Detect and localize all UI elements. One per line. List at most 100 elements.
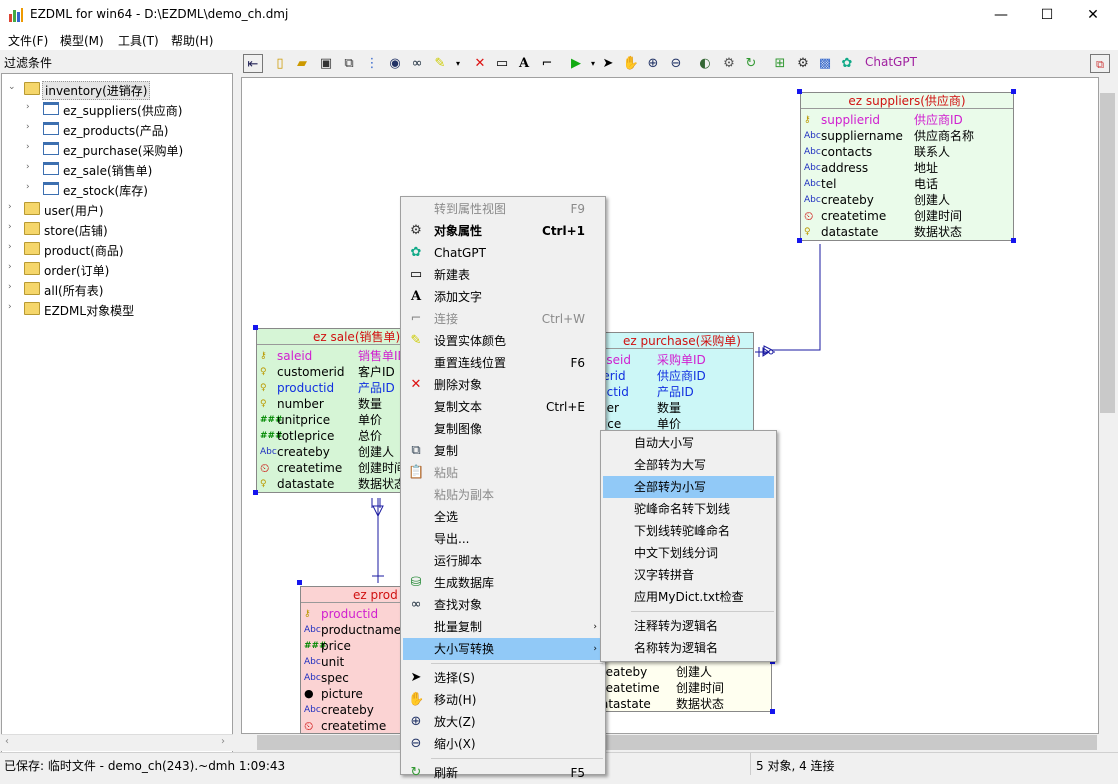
- selection-handle[interactable]: [1011, 238, 1016, 243]
- tree-icon[interactable]: ⊞: [774, 56, 786, 71]
- vertical-scroll-thumb[interactable]: [1100, 93, 1115, 413]
- scroll-right-icon[interactable]: ›: [221, 736, 225, 747]
- tree-item-product[interactable]: › product(商品): [2, 239, 232, 259]
- menu-file[interactable]: 文件(F): [8, 34, 49, 48]
- refresh-icon[interactable]: ↻: [745, 56, 757, 71]
- highlight-icon[interactable]: ✎: [434, 56, 446, 71]
- menu-item-select-all[interactable]: 全选: [434, 510, 459, 524]
- field-row[interactable]: ⏲createtime: [304, 719, 387, 733]
- close-button[interactable]: ✕: [1087, 7, 1099, 23]
- globe-icon[interactable]: ◉: [389, 56, 401, 71]
- field-row[interactable]: ●picture: [304, 687, 363, 701]
- expand-icon[interactable]: ›: [8, 222, 12, 232]
- submenu-item-auto-case[interactable]: 自动大小写: [634, 436, 695, 450]
- menu-item-copy-image[interactable]: 复制图像: [434, 422, 483, 436]
- tree-item-inventory[interactable]: ⌄ inventory(进销存): [2, 79, 232, 100]
- menu-item-batch-copy[interactable]: 批量复制›: [403, 616, 603, 638]
- maximize-button[interactable]: ☐: [1040, 7, 1054, 23]
- menu-item-zoom-in[interactable]: ⊕放大(Z): [403, 711, 603, 733]
- submenu-item-camel-to-underscore[interactable]: 驼峰命名转下划线: [634, 502, 731, 516]
- menu-item-chatgpt[interactable]: ✿ChatGPT: [403, 242, 603, 264]
- submenu-item-underscore-to-camel[interactable]: 下划线转驼峰命名: [634, 524, 731, 538]
- binoculars-icon[interactable]: ∞: [411, 56, 423, 71]
- tree-item-order[interactable]: › order(订单): [2, 259, 232, 279]
- chatgpt-icon[interactable]: ✿: [841, 56, 853, 71]
- menu-item-new-table[interactable]: ▭新建表: [409, 267, 471, 282]
- view-icon[interactable]: ◐: [699, 56, 711, 71]
- expand-icon[interactable]: ›: [8, 202, 12, 212]
- menu-item-generate-db[interactable]: ⛁生成数据库: [403, 572, 603, 594]
- zoom-in-icon[interactable]: ⊕: [647, 56, 659, 71]
- run-icon[interactable]: ▶: [571, 56, 581, 71]
- expand-icon[interactable]: ›: [8, 242, 12, 252]
- text-icon[interactable]: A: [518, 56, 530, 71]
- save-as-icon[interactable]: ⧉: [344, 56, 354, 71]
- delete-icon[interactable]: ✕: [474, 56, 486, 71]
- chatgpt-toolbar-button[interactable]: ChatGPT: [865, 55, 917, 69]
- open-folder-icon[interactable]: ▰: [297, 56, 307, 71]
- menu-item-copy[interactable]: ⧉复制: [403, 440, 603, 462]
- new-file-icon[interactable]: ▯: [276, 56, 284, 71]
- submenu-item-pinyin[interactable]: 汉字转拼音: [634, 568, 695, 582]
- tree-item-user[interactable]: › user(用户): [2, 199, 232, 219]
- tree-item-store[interactable]: › store(店铺): [2, 219, 232, 239]
- toggle-panel-icon[interactable]: ⇤: [243, 54, 263, 73]
- menu-tools[interactable]: 工具(T): [118, 34, 159, 48]
- window-mode-icon[interactable]: ⧉: [1090, 54, 1110, 73]
- expand-icon[interactable]: ›: [8, 302, 12, 312]
- menu-item-export[interactable]: 导出...: [434, 532, 470, 546]
- selection-handle[interactable]: [253, 325, 258, 330]
- dropdown-arrow-icon[interactable]: ▾: [455, 59, 460, 68]
- link-icon[interactable]: ⌐: [541, 56, 553, 71]
- save-icon[interactable]: ▣: [319, 56, 333, 71]
- menu-model[interactable]: 模型(M): [60, 34, 104, 48]
- scroll-left-icon[interactable]: ‹: [5, 736, 9, 747]
- tree-item-purchase[interactable]: › ez_purchase(采购单): [2, 139, 232, 159]
- tree-horizontal-scrollbar[interactable]: ‹ ›: [1, 734, 233, 751]
- submenu-item-uppercase[interactable]: 全部转为大写: [634, 458, 707, 472]
- tree-item-stock[interactable]: › ez_stock(库存): [2, 179, 232, 199]
- hand-icon[interactable]: ✋: [622, 56, 640, 71]
- submenu-item-lowercase[interactable]: 全部转为小写: [603, 476, 774, 498]
- zoom-out-icon[interactable]: ⊖: [670, 56, 682, 71]
- menu-item-run-script[interactable]: 运行脚本: [434, 554, 483, 568]
- selection-handle[interactable]: [253, 490, 258, 495]
- pointer-icon[interactable]: ➤: [602, 56, 614, 71]
- image-icon[interactable]: ▩: [818, 56, 832, 71]
- collapse-icon[interactable]: ⌄: [8, 82, 16, 92]
- menu-item-move[interactable]: ✋移动(H): [408, 692, 477, 707]
- menu-item-select[interactable]: ➤选择(S): [403, 667, 603, 689]
- model-tree[interactable]: ⌄ inventory(进销存) › ez_suppliers(供应商) › e…: [1, 73, 233, 753]
- filter-input[interactable]: 过滤条件: [4, 56, 53, 70]
- expand-icon[interactable]: ›: [26, 182, 30, 192]
- expand-icon[interactable]: ›: [26, 162, 30, 172]
- selection-handle[interactable]: [797, 89, 802, 94]
- tree-item-products[interactable]: › ez_products(产品): [2, 119, 232, 139]
- expand-icon[interactable]: ›: [26, 102, 30, 112]
- submenu-item-chinese-segment[interactable]: 中文下划线分词: [634, 546, 719, 560]
- selection-handle[interactable]: [297, 580, 302, 585]
- menu-item-find[interactable]: ∞查找对象: [403, 594, 603, 616]
